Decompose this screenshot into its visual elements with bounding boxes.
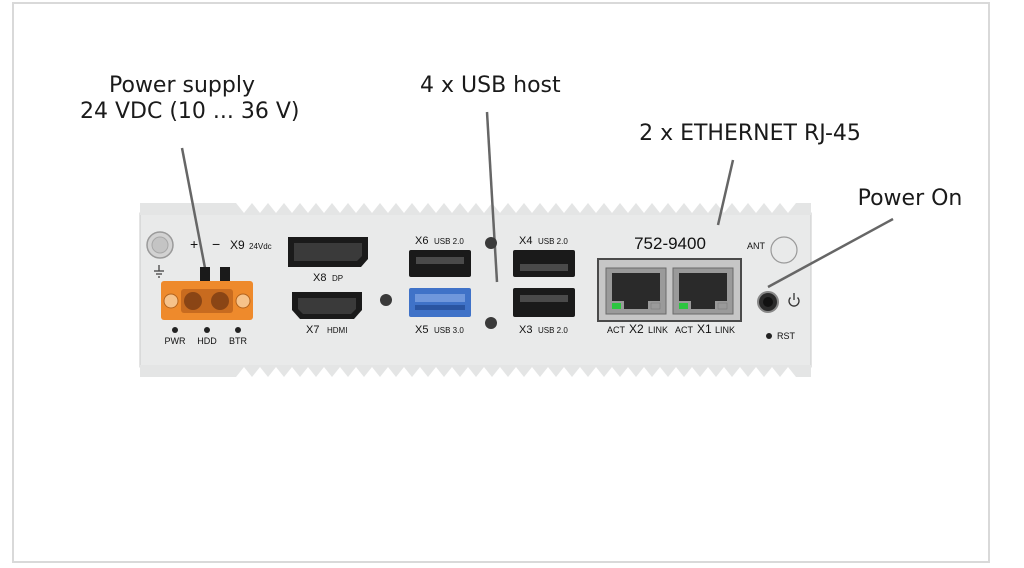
usb-port-x3[interactable] xyxy=(513,288,575,317)
btr-led xyxy=(235,327,241,333)
x5-sublabel: USB 3.0 xyxy=(434,326,464,335)
callout-power-supply-line2: 24 VDC (10 ... 36 V) xyxy=(80,99,300,124)
x1-link-label: LINK xyxy=(715,325,735,335)
x2-label: X2 xyxy=(629,322,644,336)
callout-power-supply-line1: Power supply xyxy=(109,73,255,98)
x6-sublabel: USB 2.0 xyxy=(434,237,464,246)
indicator-dot xyxy=(380,294,392,306)
leader-line-power-supply xyxy=(180,147,207,269)
screw-icon xyxy=(146,231,174,259)
displayport-x8[interactable] xyxy=(288,237,368,267)
antenna-icon xyxy=(770,236,798,264)
model-number: 752-9400 xyxy=(634,234,706,253)
x4-sublabel: USB 2.0 xyxy=(538,237,568,246)
x7-sublabel: HDMI xyxy=(327,326,347,335)
ethernet-port-x1[interactable] xyxy=(672,267,734,315)
pwr-led xyxy=(172,327,178,333)
usb-port-x5[interactable] xyxy=(409,288,471,317)
x5-label: X5 xyxy=(415,324,428,336)
callout-power-supply: Power supply 24 VDC (10 ... 36 V) xyxy=(80,73,300,125)
x9-label: X9 xyxy=(230,238,245,252)
x8-label: X8 xyxy=(313,272,326,284)
x3-sublabel: USB 2.0 xyxy=(538,326,568,335)
power-connector-x9[interactable] xyxy=(161,267,253,320)
callout-power-on: Power On xyxy=(857,186,963,211)
callout-ethernet: 2 x ETHERNET RJ-45 xyxy=(639,121,861,146)
diagram-frame xyxy=(12,2,990,563)
leader-line-ethernet xyxy=(716,159,735,226)
led-label-pwr: PWR xyxy=(165,336,186,346)
plus-label: + xyxy=(190,236,198,252)
x9-sublabel: 24Vdc xyxy=(249,242,272,251)
x3-label: X3 xyxy=(519,324,532,336)
minus-label: − xyxy=(212,236,220,252)
cooling-fins-top xyxy=(236,203,796,213)
x6-label: X6 xyxy=(415,235,428,247)
x2-link-label: LINK xyxy=(648,325,668,335)
ground-icon xyxy=(154,265,164,278)
callout-usb-host: 4 x USB host xyxy=(420,73,561,98)
indicator-dot xyxy=(485,317,497,329)
hdd-led xyxy=(204,327,210,333)
x7-label: X7 xyxy=(306,324,319,336)
leader-line-power-on xyxy=(767,217,894,289)
ethernet-port-x2[interactable] xyxy=(605,267,667,315)
power-icon xyxy=(788,293,800,307)
leader-line-usb xyxy=(485,111,499,283)
hdmi-x7[interactable] xyxy=(292,292,362,319)
indicator-dot xyxy=(485,237,497,249)
power-button[interactable] xyxy=(757,291,779,313)
rst-label: RST xyxy=(777,331,796,341)
usb-port-x6[interactable] xyxy=(409,250,471,277)
usb-port-x4[interactable] xyxy=(513,250,575,277)
reset-button[interactable] xyxy=(766,333,772,339)
cooling-fins-bottom xyxy=(236,367,796,377)
status-leds: PWR HDD BTR xyxy=(165,327,248,346)
ant-label: ANT xyxy=(747,241,766,251)
x8-sublabel: DP xyxy=(332,274,343,283)
x1-act-label: ACT xyxy=(675,325,694,335)
x2-act-label: ACT xyxy=(607,325,626,335)
x1-label: X1 xyxy=(697,322,712,336)
led-label-hdd: HDD xyxy=(197,336,217,346)
x4-label: X4 xyxy=(519,235,532,247)
led-label-btr: BTR xyxy=(229,336,248,346)
